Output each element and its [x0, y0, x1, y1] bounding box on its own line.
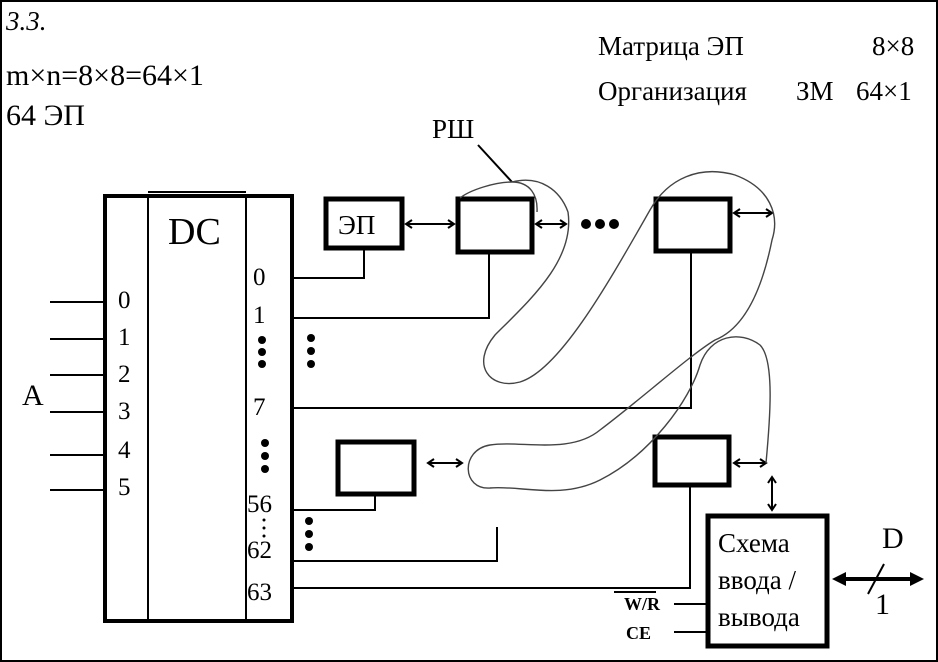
- input-pin-3: 3: [118, 398, 131, 425]
- decoder-frame: [103, 194, 294, 623]
- link-arrow-head: [732, 458, 741, 468]
- cell-count-text: 64 ЭП: [6, 99, 85, 132]
- output-pin-1: 1: [253, 302, 266, 329]
- ellipsis-dot: [305, 543, 313, 551]
- io-line-1: Схема: [718, 528, 790, 558]
- formula-text: m×n=8×8=64×1: [6, 59, 204, 92]
- word-line-56: [292, 494, 376, 511]
- link-arrow-head: [559, 219, 568, 229]
- ellipsis-dot: [305, 517, 313, 525]
- ellipsis-dot: [261, 465, 269, 473]
- section-number: 3.3.: [5, 6, 47, 36]
- link-arrow-head: [767, 503, 777, 512]
- wr-label: W/R: [624, 594, 661, 614]
- ellipsis-dot: [305, 530, 313, 538]
- data-bus-width: 1: [875, 588, 890, 621]
- data-bus: D 1: [832, 522, 924, 621]
- ellipsis-dot: [258, 336, 266, 344]
- address-inputs: 0 1 2 3 4 5 A: [22, 287, 131, 501]
- ellipsis-dot: [261, 439, 269, 447]
- word-line-7: [292, 251, 692, 409]
- ellipsis-dot: [307, 334, 315, 342]
- output-pin-7: 7: [253, 394, 266, 421]
- word-line-1: [292, 252, 490, 319]
- word-line-62: [292, 527, 498, 562]
- link-arrow-head: [404, 219, 413, 229]
- output-pin-56: 56: [247, 491, 272, 518]
- input-pin-5: 5: [118, 474, 131, 501]
- ellipsis-dot: [262, 526, 266, 530]
- word-line-0: [292, 248, 365, 279]
- ellipsis-dot: [258, 360, 266, 368]
- ellipsis-dot: [609, 219, 619, 229]
- bus-label: РШ: [432, 114, 474, 144]
- organization-value: 64×1: [856, 76, 912, 106]
- ellipsis-dot: [307, 347, 315, 355]
- input-pin-2: 2: [118, 361, 131, 388]
- matrix-value: 8×8: [872, 31, 914, 61]
- memory-cell-56: [335, 439, 417, 497]
- memory-cell-1: [455, 196, 535, 255]
- organization-label: Организация: [598, 76, 747, 106]
- ellipsis-dot: [595, 219, 605, 229]
- address-label: A: [22, 379, 44, 412]
- data-bus-arrow-right: [910, 572, 924, 586]
- ellipsis-dot: [581, 219, 591, 229]
- ce-label: CE: [626, 623, 651, 643]
- data-bus-arrow-left: [832, 572, 846, 586]
- memory-cells: ЭП: [323, 196, 733, 497]
- memory-cell-0: [323, 196, 405, 251]
- ellipsis-dot: [307, 360, 315, 368]
- output-pin-63: 63: [247, 579, 272, 606]
- link-arrow-head: [426, 458, 435, 468]
- data-bus-width-slash: [867, 563, 885, 595]
- word-lines: [292, 248, 692, 589]
- serial-bus-path: [459, 171, 776, 492]
- output-pin-0: 0: [253, 264, 266, 291]
- bus-label-pointer: [477, 144, 513, 183]
- input-pin-0: 0: [118, 287, 131, 314]
- decoder-outputs: 0 1 7 56 62 63: [247, 264, 315, 606]
- io-line-3: вывода: [718, 602, 800, 632]
- link-arrow-head: [765, 208, 774, 218]
- link-arrow-head: [455, 458, 464, 468]
- organization-code: ЗМ: [796, 76, 834, 106]
- memory-cell-63: [652, 434, 732, 488]
- input-pin-1: 1: [118, 324, 131, 351]
- word-line-63: [292, 485, 691, 589]
- ellipsis-dot: [261, 452, 269, 460]
- ellipsis-dot: [262, 518, 266, 522]
- matrix-label: Матрица ЭП: [598, 31, 744, 61]
- ellipsis-dot: [262, 534, 266, 538]
- link-arrow-head: [767, 475, 777, 484]
- cell-links: [404, 208, 777, 512]
- io-block-frame: [705, 513, 830, 649]
- decoder-block: DC: [103, 191, 294, 623]
- output-pin-62: 62: [247, 537, 272, 564]
- link-arrow-head: [447, 219, 456, 229]
- memory-cell-7: [653, 196, 733, 254]
- input-pin-4: 4: [118, 437, 131, 464]
- io-line-2: ввода /: [718, 565, 797, 595]
- link-arrow-head: [732, 208, 741, 218]
- data-bus-name: D: [882, 522, 904, 555]
- ellipsis-dot: [258, 348, 266, 356]
- link-arrow-head: [534, 219, 543, 229]
- decoder-title: DC: [168, 211, 221, 253]
- io-block: Схема ввода / вывода W/R CE: [614, 513, 830, 649]
- memory-cell-label: ЭП: [338, 210, 375, 240]
